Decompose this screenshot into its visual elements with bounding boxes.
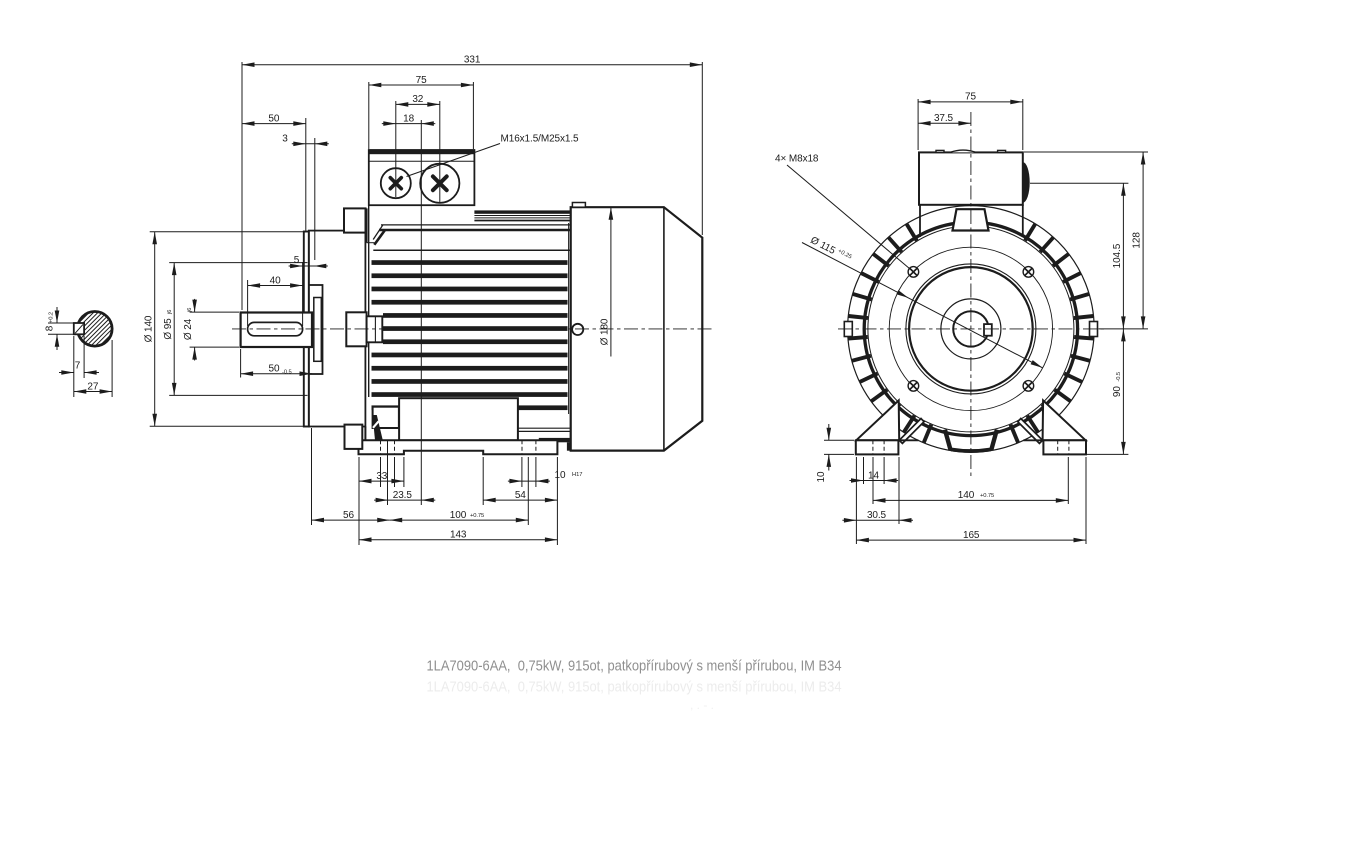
svg-text:50: 50: [268, 113, 279, 124]
svg-text:75: 75: [965, 92, 976, 103]
svg-text:Ø 180: Ø 180: [599, 318, 610, 345]
svg-text:10: 10: [555, 470, 566, 481]
svg-text:40: 40: [270, 275, 281, 286]
svg-text:1LA7090-6AA, 0,75kW, 915ot, p: 1LA7090-6AA, 0,75kW, 915ot, patkopřírubo…: [427, 679, 842, 696]
svg-text:Ø 140: Ø 140: [143, 315, 154, 342]
svg-text:j6: j6: [167, 310, 173, 315]
svg-text:j6: j6: [187, 308, 193, 313]
svg-text:104.5: 104.5: [1112, 243, 1123, 268]
svg-text:75: 75: [416, 75, 427, 86]
svg-text:-0.5: -0.5: [1116, 372, 1122, 382]
svg-text:+0.2: +0.2: [49, 312, 55, 323]
svg-text:1LA7090-6AA, 0,75kW, 915ot, p: 1LA7090-6AA, 0,75kW, 915ot, patkopřírubo…: [427, 657, 842, 674]
svg-text:140: 140: [958, 490, 975, 501]
svg-text:143: 143: [450, 530, 467, 541]
svg-text:3: 3: [282, 133, 288, 144]
svg-text:50: 50: [269, 364, 280, 375]
svg-text:37.5: 37.5: [934, 113, 954, 124]
svg-text:Ø 95: Ø 95: [163, 318, 174, 340]
svg-text:100: 100: [450, 510, 467, 521]
svg-text:Ø 24: Ø 24: [183, 318, 194, 340]
svg-text:10: 10: [816, 471, 827, 482]
svg-text:+0.75: +0.75: [470, 513, 484, 519]
svg-text:8: 8: [45, 325, 56, 331]
svg-text:331: 331: [464, 55, 481, 66]
svg-text:4× M8x18: 4× M8x18: [775, 154, 819, 165]
svg-text:90: 90: [1112, 386, 1123, 397]
svg-text:54: 54: [515, 490, 526, 501]
svg-text:18: 18: [403, 113, 414, 124]
svg-text:14: 14: [868, 470, 879, 481]
svg-text:+0.75: +0.75: [980, 493, 994, 499]
svg-text:5: 5: [294, 255, 300, 266]
svg-text:30.5: 30.5: [867, 510, 887, 521]
svg-text:-0.5: -0.5: [282, 370, 292, 376]
svg-text:27: 27: [87, 381, 98, 392]
svg-text:165: 165: [963, 530, 980, 541]
svg-text:128: 128: [1132, 232, 1143, 249]
svg-text:7: 7: [75, 361, 81, 372]
svg-text:23.5: 23.5: [393, 490, 413, 501]
svg-text:M16x1.5/M25x1.5: M16x1.5/M25x1.5: [501, 134, 580, 145]
svg-text:33: 33: [376, 471, 387, 482]
svg-text:56: 56: [343, 510, 354, 521]
svg-text:H17: H17: [572, 472, 582, 478]
svg-text:32: 32: [412, 94, 423, 105]
svg-text:, . - .: , . - .: [690, 698, 714, 712]
